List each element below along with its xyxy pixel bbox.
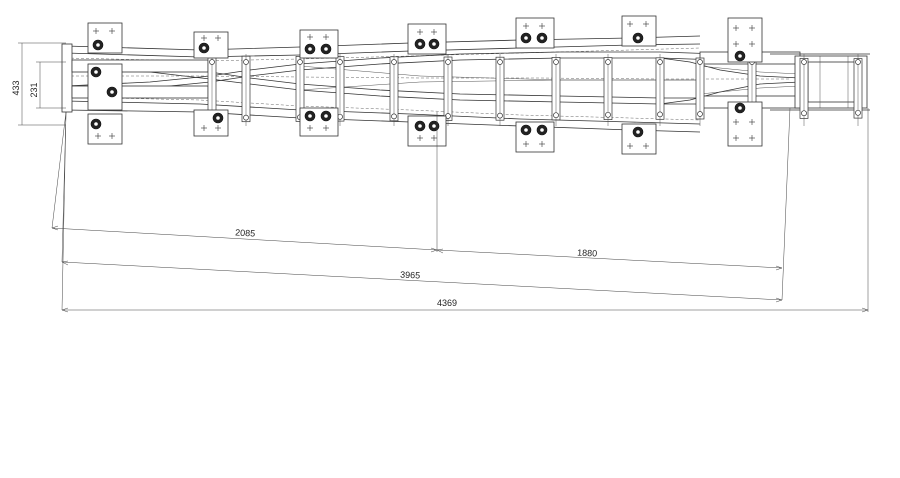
- bolt-nut: [92, 39, 104, 51]
- bolt-nut: [414, 120, 426, 132]
- base-plate: [87, 63, 123, 111]
- base-plate: [407, 115, 447, 147]
- bolt-nut: [320, 43, 332, 55]
- tie-spacer: [655, 54, 665, 126]
- bolt-nut: [304, 110, 316, 122]
- base-plate: [87, 22, 123, 54]
- base-plate: [621, 123, 657, 155]
- dim-433: 433: [11, 80, 21, 95]
- base-plate: [87, 113, 123, 145]
- base-plate: [193, 31, 229, 59]
- bolt-nut: [428, 120, 440, 132]
- tie-spacer: [443, 54, 453, 126]
- tie-spacer: [853, 54, 863, 126]
- bolt-nut: [198, 42, 210, 54]
- bolt-nut: [632, 126, 644, 138]
- base-plate: [727, 101, 763, 147]
- bolt-nut: [734, 50, 746, 62]
- bolt-nut: [734, 102, 746, 114]
- bolt-nut: [304, 43, 316, 55]
- dim-231: 231: [29, 82, 39, 97]
- tie-spacer: [335, 54, 345, 126]
- bolt-nut: [106, 86, 118, 98]
- tie-spacer: [695, 54, 705, 126]
- bolt-nut: [536, 32, 548, 44]
- base-plate: [727, 17, 763, 63]
- base-plate: [299, 107, 339, 137]
- base-plate: [193, 109, 229, 137]
- base-plate: [515, 121, 555, 153]
- base-plate: [515, 17, 555, 49]
- dim-1880: 1880: [577, 247, 598, 258]
- base-plate: [621, 15, 657, 47]
- base-plates: [87, 15, 763, 155]
- tie-spacer: [495, 54, 505, 126]
- base-plate: [299, 29, 339, 59]
- bolt-nut: [536, 124, 548, 136]
- bolt-nut: [414, 38, 426, 50]
- bolt-nut: [428, 38, 440, 50]
- bolt-nut: [520, 124, 532, 136]
- dimension-lines: [18, 42, 869, 313]
- tie-spacer: [389, 54, 399, 126]
- bolt-nut: [90, 118, 102, 130]
- dim-4369: 4369: [437, 298, 457, 308]
- dim-3965: 3965: [400, 269, 421, 280]
- bolt-nut: [632, 32, 644, 44]
- heel-assembly: [699, 51, 870, 111]
- tie-spacer: [551, 54, 561, 126]
- bolt-nut: [320, 110, 332, 122]
- bolt-nut: [212, 112, 224, 124]
- tie-spacer: [603, 54, 613, 126]
- bolt-nut: [520, 32, 532, 44]
- bolt-nut: [90, 66, 102, 78]
- tie-spacer: [799, 54, 809, 126]
- dim-2085: 2085: [235, 227, 256, 238]
- tie-spacer: [241, 54, 251, 126]
- base-plate: [407, 23, 447, 55]
